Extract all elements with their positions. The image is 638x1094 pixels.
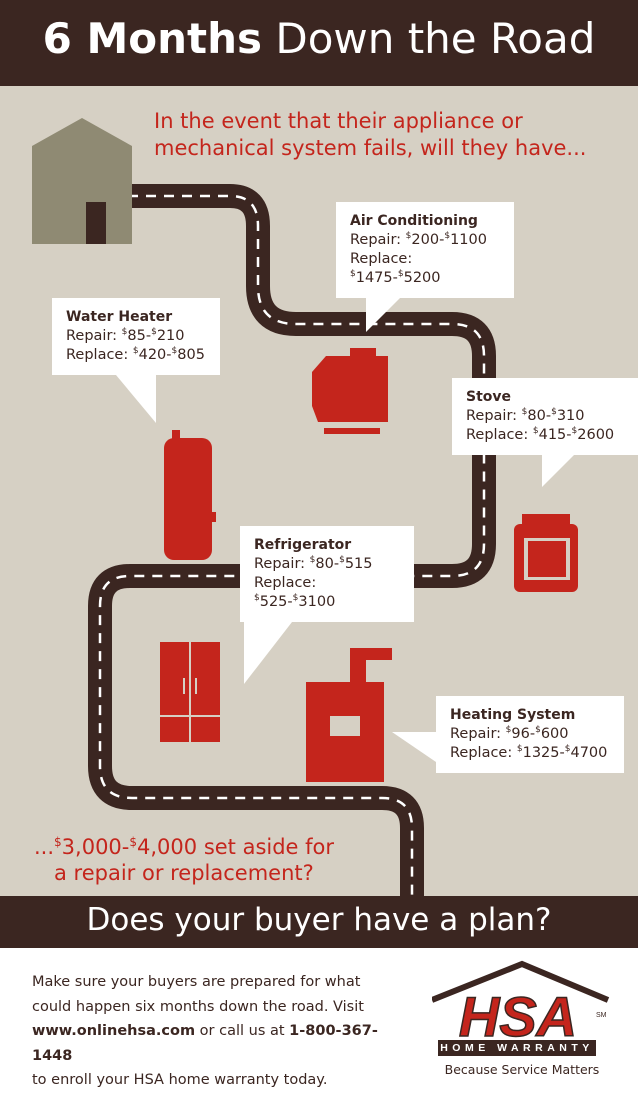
footer-line-3: www.onlinehsa.com or call us at 1-800-36… (32, 1023, 378, 1064)
hsa-logo: HSA SM HOME WARRANTY Because Service Mat… (430, 960, 612, 1084)
replace-line: Replace: $525-$3100 (254, 575, 336, 610)
bubble-title: Heating System (450, 707, 576, 723)
repair-line: Repair: $85-$210 (66, 327, 185, 344)
bubble-title: Stove (466, 389, 512, 405)
bubble-refrigerator: Refrigerator Repair: $80-$515 Replace: $… (240, 526, 414, 684)
bubble-title: Water Heater (66, 309, 173, 325)
plan-question: Does your buyer have a plan? (86, 902, 552, 938)
footer-line-2: could happen six months down the road. V… (32, 998, 364, 1015)
bubble-title: Refrigerator (254, 537, 352, 553)
title-bold: 6 Months (42, 14, 262, 63)
repair-line: Repair: $80-$310 (466, 407, 585, 424)
stove-icon (514, 514, 578, 592)
phone-number[interactable]: 1-800-367-1448 (32, 1023, 378, 1064)
replace-line: Replace: $420-$805 (66, 346, 205, 363)
water-heater-icon (164, 430, 216, 560)
footer-text: Make sure your buyers are prepared for w… (32, 970, 412, 1093)
bubble-tail (366, 298, 400, 332)
intro-line-1: In the event that their appliance or (154, 109, 523, 133)
plan-banner: Does your buyer have a plan? (0, 896, 638, 948)
footer-line-1: Make sure your buyers are prepared for w… (32, 974, 361, 990)
footer: Make sure your buyers are prepared for w… (0, 948, 638, 1094)
bubble-tail (542, 455, 574, 487)
website-link[interactable]: www.onlinehsa.com (32, 1023, 196, 1039)
repair-line: Repair: $200-$1100 (350, 231, 487, 248)
home-warranty-label: HOME WARRANTY (438, 1040, 596, 1056)
road-centerline (98, 194, 486, 896)
air-conditioner-icon (312, 348, 388, 434)
refrigerator-icon (160, 642, 220, 742)
repair-line: Repair: $80-$515 (254, 555, 373, 572)
bubble-air-conditioning: Air Conditioning Repair: $200-$1100 Repl… (336, 202, 514, 332)
header-banner: 6 Months Down the Road (0, 0, 638, 86)
furnace-icon (306, 648, 392, 782)
repair-line: Repair: $96-$600 (450, 725, 569, 742)
closing-question: ...$3,000-$4,000 set aside for a repair … (34, 834, 394, 886)
bubble-title: Air Conditioning (350, 213, 478, 229)
road-illustration: In the event that their appliance or mec… (0, 86, 638, 896)
bubble-tail (244, 622, 292, 684)
bubble-stove: Stove Repair: $80-$310 Replace: $415-$26… (452, 378, 638, 487)
replace-line: Replace: $1325-$4700 (450, 744, 608, 761)
bubble-water-heater: Water Heater Repair: $85-$210 Replace: $… (52, 298, 220, 423)
service-mark: SM (596, 1012, 607, 1019)
house-icon (32, 118, 132, 244)
title-rest: Down the Road (262, 14, 596, 63)
road-svg (32, 118, 578, 896)
footer-line-4: to enroll your HSA home warranty today. (32, 1072, 328, 1088)
bubble-heating-system: Heating System Repair: $96-$600 Replace:… (392, 696, 624, 773)
bubble-tail (116, 375, 156, 423)
hsa-roof-icon: HSA (430, 960, 610, 1049)
replace-line: Replace: $1475-$5200 (350, 251, 441, 286)
replace-line: Replace: $415-$2600 (466, 426, 615, 443)
hsa-letters: HSA (459, 985, 577, 1040)
page-title: 6 Months Down the Road (0, 14, 638, 63)
intro-text: In the event that their appliance or mec… (154, 108, 614, 162)
logo-tagline: Because Service Matters (444, 1062, 600, 1077)
closing-line-2: a repair or replacement? (54, 861, 314, 885)
intro-line-2: mechanical system fails, will they have.… (154, 136, 587, 160)
bubble-tail (392, 732, 436, 762)
closing-line-1: ...$3,000-$4,000 set aside for (34, 835, 335, 859)
